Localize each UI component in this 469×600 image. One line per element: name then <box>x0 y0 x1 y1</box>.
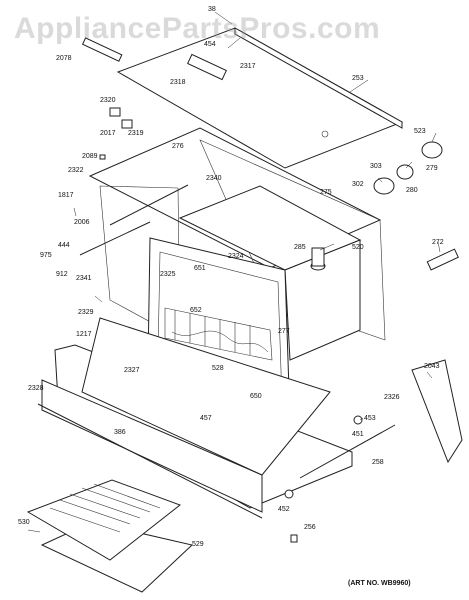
callout-279: 279 <box>426 165 438 172</box>
rail-left-top <box>81 37 123 62</box>
hinge-part <box>121 119 133 129</box>
callout-2326: 2326 <box>384 394 400 401</box>
bake-element <box>171 330 269 353</box>
callout-520: 520 <box>352 244 364 251</box>
callout-444: 444 <box>58 242 70 249</box>
broiler-grid-slots <box>49 483 161 533</box>
drawer-slide-rail <box>299 424 396 479</box>
side-trim-panel <box>411 359 463 464</box>
rack-wires <box>174 310 251 355</box>
callout-2325: 2325 <box>160 271 176 278</box>
light-housing <box>311 247 325 267</box>
callout-528: 528 <box>212 365 224 372</box>
callout-303: 303 <box>370 163 382 170</box>
callout-652: 652 <box>190 307 202 314</box>
callout-2340: 2340 <box>206 175 222 182</box>
callout-38: 38 <box>208 6 216 13</box>
callout-277: 277 <box>278 328 290 335</box>
callout-2319: 2319 <box>128 130 144 137</box>
callout-2320: 2320 <box>100 97 116 104</box>
callout-2078: 2078 <box>56 55 72 62</box>
callout-529: 529 <box>192 541 204 548</box>
callout-454: 454 <box>204 41 216 48</box>
top-panel-hole <box>321 130 329 138</box>
callout-280: 280 <box>406 187 418 194</box>
callout-451: 451 <box>352 431 364 438</box>
callout-452: 452 <box>278 506 290 513</box>
callout-272: 272 <box>432 239 444 246</box>
slide-rod-lower <box>79 221 151 256</box>
callout-275: 275 <box>320 189 332 196</box>
callout-2324: 2324 <box>228 253 244 260</box>
callout-2317: 2317 <box>240 63 256 70</box>
callout-2017: 2017 <box>100 130 116 137</box>
top-bracket <box>187 53 227 81</box>
callout-2341: 2341 <box>76 275 92 282</box>
callout-2328: 2328 <box>28 385 44 392</box>
callout-530: 530 <box>18 519 30 526</box>
leader-lines <box>27 11 441 533</box>
top-panel-rear-flange <box>234 27 403 129</box>
light-cover <box>421 141 443 159</box>
small-clip <box>99 154 106 160</box>
drawer-body <box>81 317 331 476</box>
callout-651: 651 <box>194 265 206 272</box>
drawer-face <box>41 379 263 513</box>
light-bulb <box>396 164 414 180</box>
callout-650: 650 <box>250 393 262 400</box>
callout-302: 302 <box>352 181 364 188</box>
callout-2322: 2322 <box>68 167 84 174</box>
callouts: 38 454 2317 2078 253 2318 2320 523 2017 … <box>18 6 444 548</box>
glide-part <box>353 415 363 425</box>
callout-912: 912 <box>56 271 68 278</box>
callout-2327: 2327 <box>124 367 140 374</box>
callout-453: 453 <box>364 415 376 422</box>
callout-258: 258 <box>372 459 384 466</box>
callout-256: 256 <box>304 524 316 531</box>
callout-523: 523 <box>414 128 426 135</box>
leveling-leg <box>284 489 294 499</box>
callout-2318: 2318 <box>170 79 186 86</box>
callout-285: 285 <box>294 244 306 251</box>
callout-1217: 1217 <box>76 331 92 338</box>
callout-2006: 2006 <box>74 219 90 226</box>
latch-part <box>109 107 121 117</box>
callout-2329: 2329 <box>78 309 94 316</box>
broiler-grid <box>26 479 182 561</box>
slide-rod-upper <box>109 184 189 226</box>
art-number: (ART NO. WB9960) <box>348 580 411 587</box>
drawer-trim-bar <box>37 403 263 519</box>
callout-457: 457 <box>200 415 212 422</box>
callout-2043: 2043 <box>424 363 440 370</box>
light-lens <box>373 177 395 195</box>
callout-975: 975 <box>40 252 52 259</box>
callout-276: 276 <box>172 143 184 150</box>
callout-386: 386 <box>114 429 126 436</box>
terminal-block <box>426 248 459 271</box>
callout-1817: 1817 <box>58 192 74 199</box>
callout-2089: 2089 <box>82 153 98 160</box>
callout-253: 253 <box>352 75 364 82</box>
small-screw <box>290 534 298 543</box>
oven-liner-side <box>284 239 361 361</box>
